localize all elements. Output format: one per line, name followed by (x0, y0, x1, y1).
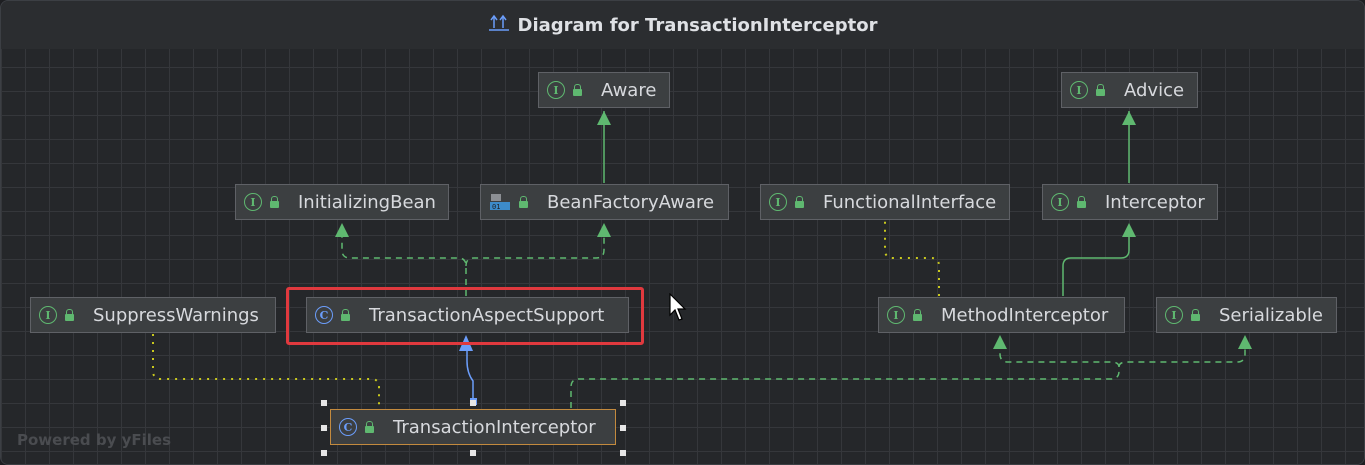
public-lock-icon (339, 309, 351, 321)
interface-icon: I (769, 193, 787, 211)
window-title: Diagram for TransactionInterceptor (517, 14, 878, 36)
node-label: FunctionalInterface (823, 191, 997, 213)
node-label: TransactionAspectSupport (369, 304, 605, 326)
arrow-serializable (1238, 335, 1252, 349)
public-lock-icon (911, 309, 923, 321)
node-transaction-interceptor[interactable]: C TransactionInterceptor (330, 409, 616, 445)
arrow-beanfactoryaware (597, 223, 611, 237)
public-lock-icon (363, 421, 375, 433)
node-serializable[interactable]: I Serializable (1156, 297, 1337, 333)
node-initializing-bean[interactable]: I InitializingBean (235, 184, 449, 220)
arrow-interceptor (1122, 223, 1136, 237)
node-aware[interactable]: I Aware (538, 72, 670, 108)
title-bar: Diagram for TransactionInterceptor (1, 1, 1364, 50)
resize-handle-sw[interactable] (321, 450, 327, 456)
node-advice[interactable]: I Advice (1061, 72, 1198, 108)
selection-highlight-box (286, 287, 644, 345)
node-bean-factory-aware[interactable]: 01 BeanFactoryAware (480, 184, 729, 220)
interface-icon: I (547, 81, 565, 99)
edge-transactioninterceptor-interfaces (570, 349, 1120, 408)
resize-handle-ne[interactable] (620, 400, 626, 406)
node-transaction-aspect-support[interactable]: C TransactionAspectSupport (306, 297, 629, 333)
public-lock-icon (571, 84, 583, 96)
node-label: Aware (601, 79, 657, 101)
arrow-methodinterceptor (993, 335, 1007, 349)
diagram-icon (488, 14, 510, 36)
public-lock-icon (793, 196, 805, 208)
svg-text:01: 01 (492, 203, 500, 211)
resize-handle-w[interactable] (321, 425, 327, 431)
class-icon: C (339, 418, 357, 436)
yfiles-watermark: Powered by yFiles (17, 431, 172, 449)
node-label: BeanFactoryAware (547, 191, 715, 213)
interface-icon: I (1165, 306, 1183, 324)
public-lock-icon (517, 196, 529, 208)
node-label: MethodInterceptor (941, 304, 1109, 326)
node-interceptor[interactable]: I Interceptor (1042, 184, 1218, 220)
edge-transactioninterceptor-tas (466, 349, 474, 401)
interface-icon: I (1070, 81, 1088, 99)
public-lock-icon (1189, 309, 1201, 321)
resize-handle-n[interactable] (470, 400, 476, 406)
interface-icon: I (39, 306, 57, 324)
field-icon: 01 (489, 193, 511, 211)
node-label: Serializable (1219, 304, 1323, 326)
resize-handle-se[interactable] (620, 450, 626, 456)
arrow-aware (597, 111, 611, 125)
node-label: SuppressWarnings (93, 304, 259, 326)
resize-handle-nw[interactable] (321, 400, 327, 406)
interface-icon: I (1051, 193, 1069, 211)
interface-icon: I (887, 306, 905, 324)
edge-tas-beanfactoryaware (465, 237, 605, 267)
mouse-cursor-icon (669, 292, 689, 327)
node-label: Interceptor (1105, 191, 1205, 213)
arrow-advice (1122, 111, 1136, 125)
diagram-canvas[interactable] (1, 49, 1364, 464)
node-functional-interface[interactable]: I FunctionalInterface (760, 184, 1010, 220)
edge-methodinterceptor-interceptor (1062, 237, 1130, 296)
edge-transactioninterceptor-suppresswarnings (152, 334, 380, 408)
resize-handle-s[interactable] (470, 450, 476, 456)
arrow-initializingbean (335, 223, 349, 237)
edge-to-serializable (1118, 349, 1246, 368)
public-lock-icon (1094, 84, 1106, 96)
public-lock-icon (63, 309, 75, 321)
node-label: InitializingBean (298, 191, 436, 213)
node-label: TransactionInterceptor (393, 416, 596, 438)
node-label: Advice (1124, 79, 1185, 101)
node-suppress-warnings[interactable]: I SuppressWarnings (30, 297, 276, 333)
resize-handle-e[interactable] (620, 425, 626, 431)
node-method-interceptor[interactable]: I MethodInterceptor (878, 297, 1125, 333)
public-lock-icon (268, 196, 280, 208)
public-lock-icon (1075, 196, 1087, 208)
edge-methodinterceptor-functionalinterface (884, 221, 940, 296)
class-icon: C (315, 306, 333, 324)
interface-icon: I (244, 193, 262, 211)
